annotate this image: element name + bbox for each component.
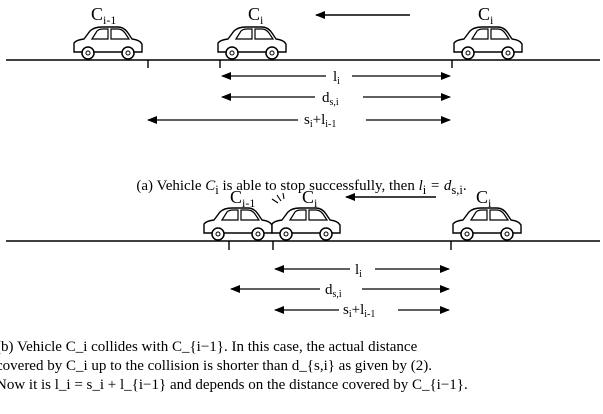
caption-b-line-1: (b) Vehicle C_i collides with C_{i−1}. I…	[0, 339, 418, 355]
car-mid-label-b: Ci	[302, 187, 318, 210]
dim-l-label-b: li	[355, 262, 362, 280]
car-right-label-a: Ci	[478, 4, 494, 27]
car-mid-a	[217, 26, 287, 60]
caption-a: (a) Vehicle Ci is able to stop successfu…	[136, 178, 467, 197]
car-left-b	[203, 207, 273, 241]
figure-a: Ci-1 Ci Ci li ds,i si+li-1	[6, 4, 600, 130]
dim-s-label-a: si+li-1	[304, 112, 336, 130]
car-left-label-a: Ci-1	[91, 4, 116, 27]
collision-mark-icon	[271, 192, 285, 204]
caption-b-line-2: covered by C_i up to the collision is sh…	[0, 358, 432, 374]
dim-s-label-b: si+li-1	[343, 302, 375, 320]
dim-d-label-a: ds,i	[322, 90, 339, 108]
car-left-a	[73, 26, 143, 60]
car-right-b	[452, 207, 522, 241]
car-mid-label-a: Ci	[248, 4, 264, 27]
caption-b-line-3: Now it is l_i = s_i + l_{i−1} and depend…	[0, 377, 468, 393]
car-mid-b	[271, 207, 341, 241]
car-left-label-b: Ci-1	[230, 187, 255, 210]
figure-b: Ci-1 Ci Ci li ds,i si+li-1	[6, 187, 600, 320]
caption-b: (b) Vehicle C_i collides with C_{i−1}. I…	[0, 338, 603, 395]
car-right-a	[453, 26, 523, 60]
dim-d-label-b: ds,i	[325, 282, 342, 300]
car-right-label-b: Ci	[476, 187, 492, 210]
dim-l-label-a: li	[333, 69, 340, 87]
